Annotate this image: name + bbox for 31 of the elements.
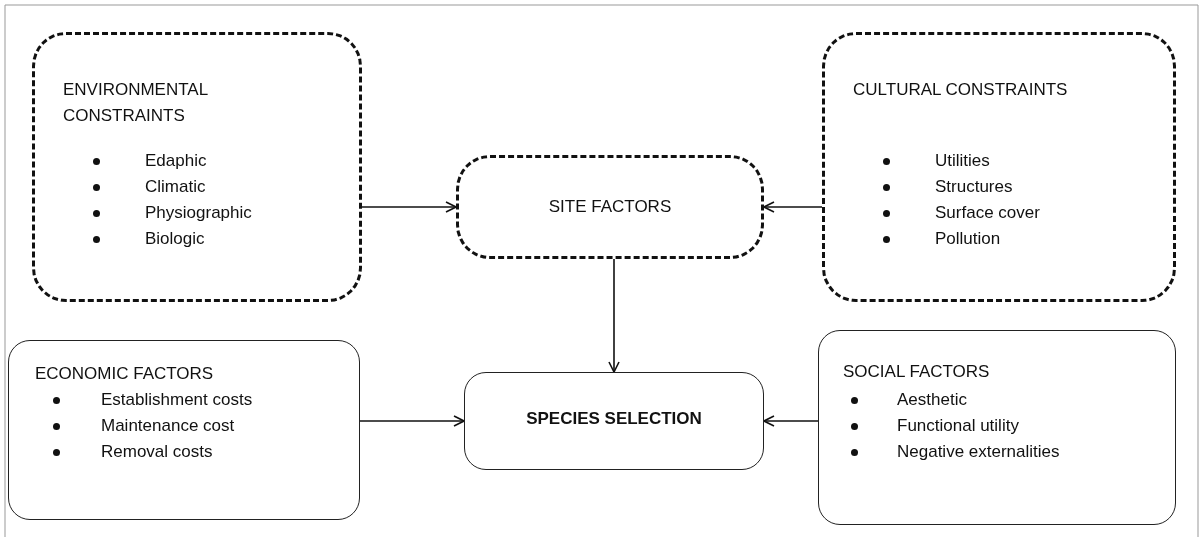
list-item: Removal costs bbox=[101, 441, 213, 463]
rounded-box bbox=[818, 330, 1176, 525]
arrow bbox=[361, 201, 457, 213]
list-item: Physiographic bbox=[145, 202, 252, 224]
list-item: Functional utility bbox=[897, 415, 1019, 437]
dashed-box bbox=[456, 155, 764, 259]
list-item: Biologic bbox=[145, 228, 205, 250]
box-heading: SOCIAL FACTORS bbox=[843, 361, 991, 383]
box-heading: SPECIES SELECTION bbox=[525, 408, 703, 430]
list-item: Surface cover bbox=[935, 202, 1040, 224]
list-item: Pollution bbox=[935, 228, 1001, 250]
box-heading: ECONOMIC FACTORS bbox=[35, 363, 215, 385]
arrow bbox=[608, 258, 620, 373]
rounded-box bbox=[464, 372, 764, 470]
box-heading: ENVIRONMENTAL CONSTRAINTS bbox=[63, 79, 209, 127]
box-heading: CULTURAL CONSTRAINTS bbox=[853, 79, 1069, 101]
list-item: Climatic bbox=[145, 176, 206, 198]
dashed-box bbox=[32, 32, 362, 302]
list-item: Establishment costs bbox=[101, 389, 253, 411]
list-item: Aesthetic bbox=[897, 389, 967, 411]
rounded-box bbox=[8, 340, 360, 520]
dashed-box bbox=[822, 32, 1176, 302]
list-item: Edaphic bbox=[145, 150, 207, 172]
arrow bbox=[763, 415, 819, 427]
arrow bbox=[763, 201, 823, 213]
arrow bbox=[359, 415, 465, 427]
list-item: Negative externalities bbox=[897, 441, 1060, 463]
list-item: Maintenance cost bbox=[101, 415, 235, 437]
list-item: Structures bbox=[935, 176, 1013, 198]
box-heading: SITE FACTORS bbox=[547, 196, 673, 218]
list-item: Utilities bbox=[935, 150, 990, 172]
